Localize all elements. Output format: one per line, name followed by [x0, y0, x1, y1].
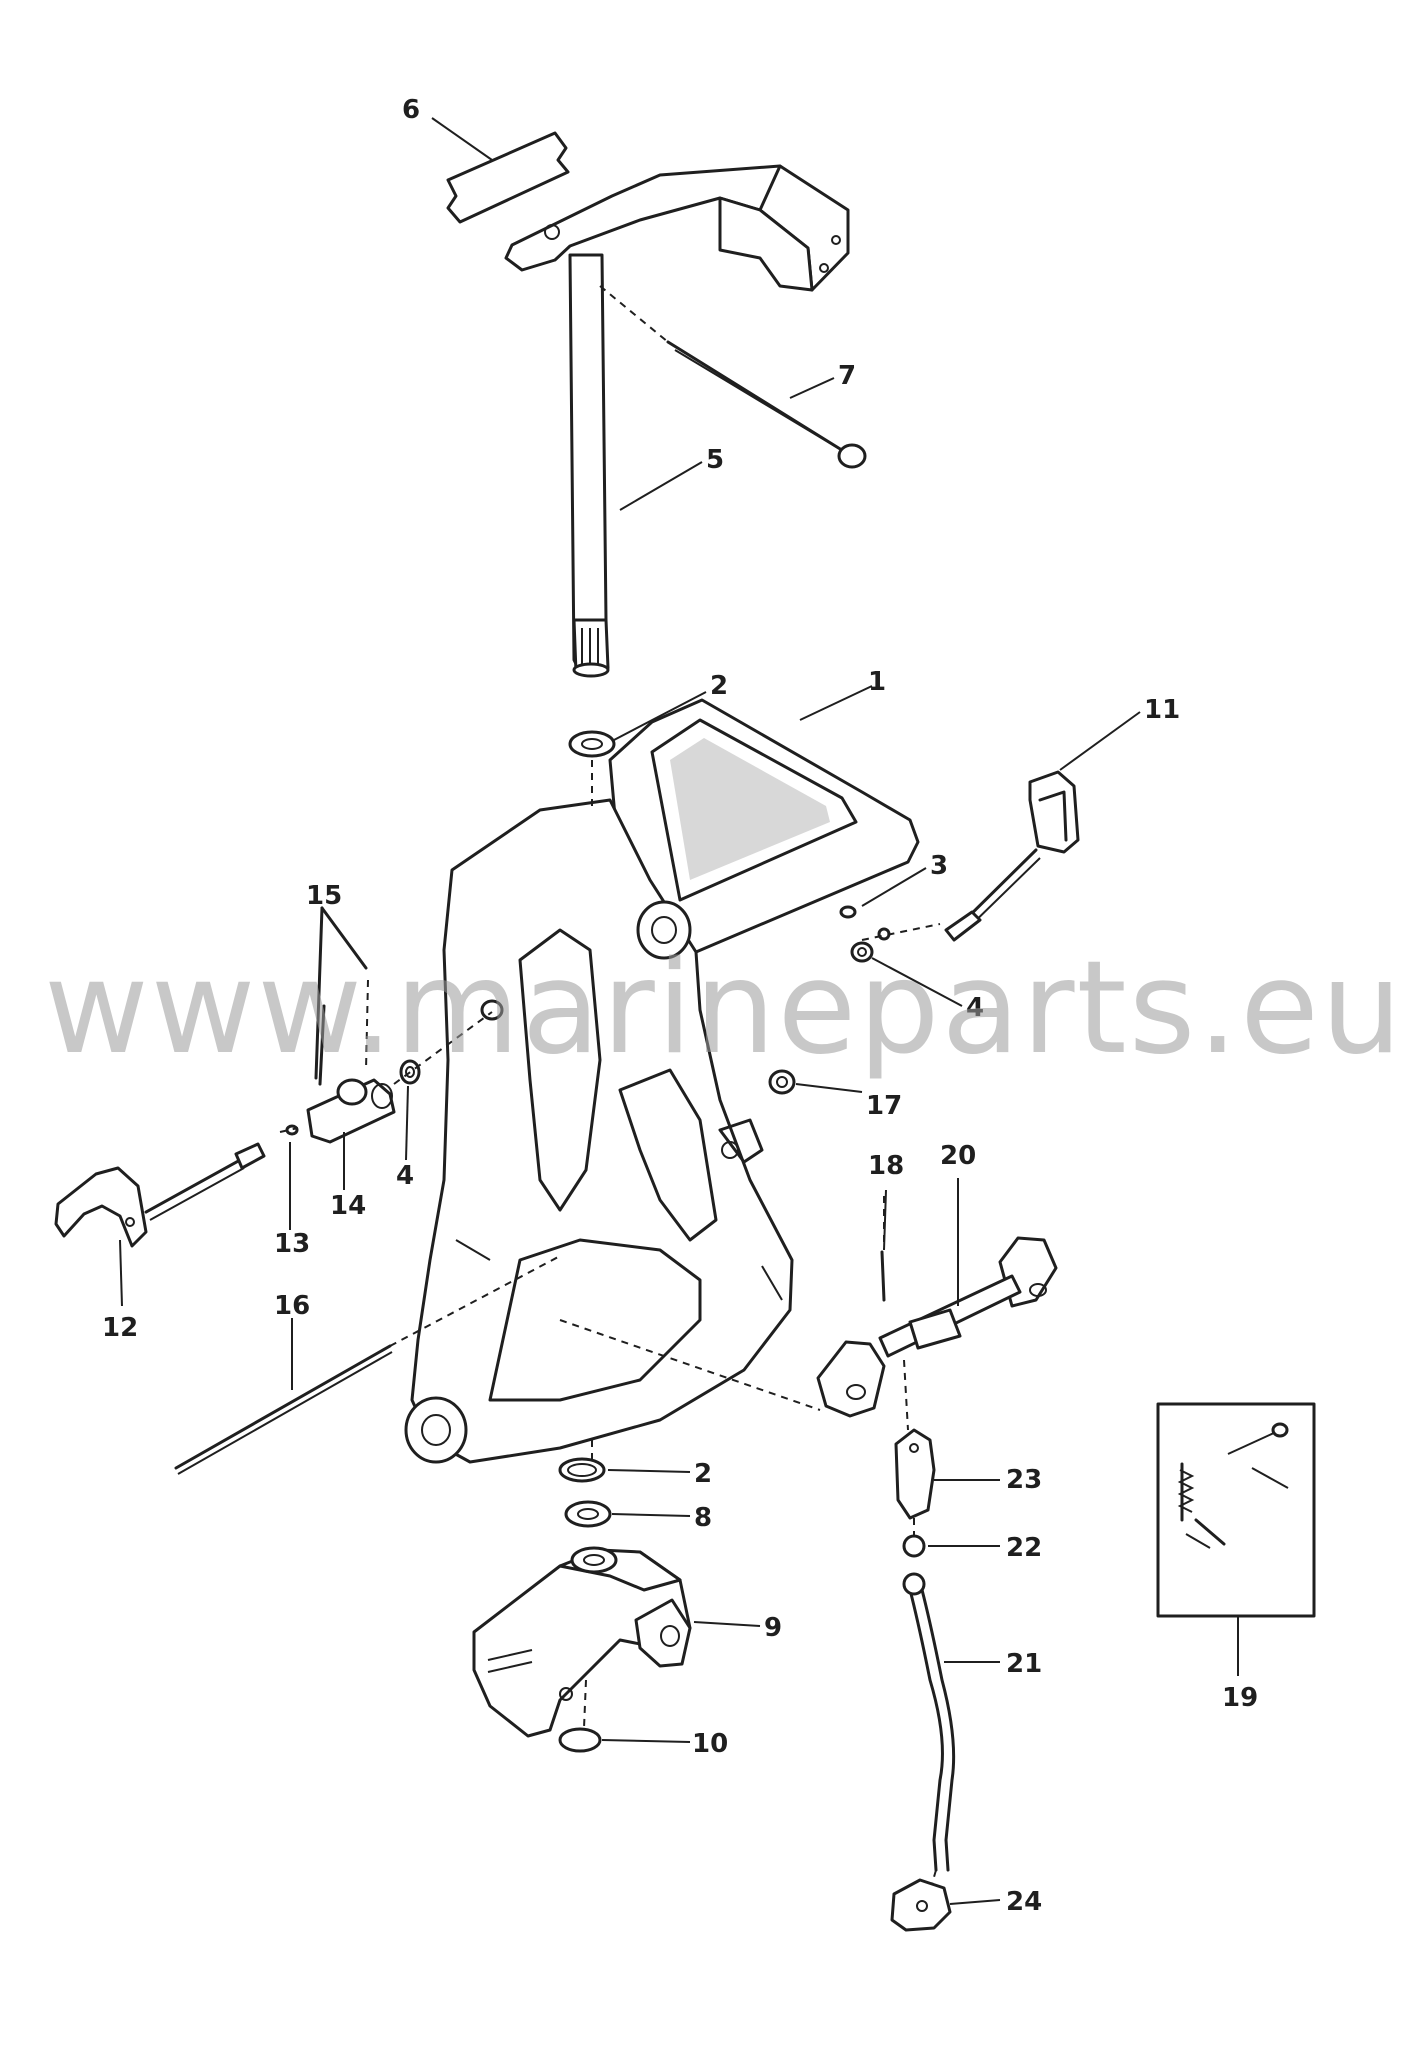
part-3-4-17-small-parts — [768, 905, 891, 1095]
callout-21: 21 — [1006, 1649, 1042, 1679]
callout-3: 3 — [930, 851, 948, 881]
callout-2-bottom: 2 — [694, 1459, 712, 1489]
callout-1: 1 — [868, 667, 886, 697]
part-12-pin-bracket — [54, 1142, 266, 1248]
callout-19: 19 — [1222, 1683, 1258, 1713]
part-21-cable — [902, 1572, 956, 1872]
leader-lines — [119, 117, 1239, 1905]
callout-14: 14 — [330, 1191, 366, 1221]
callout-23: 23 — [1006, 1465, 1042, 1495]
callout-8: 8 — [694, 1503, 712, 1533]
callout-12: 12 — [102, 1313, 138, 1343]
part-19-kit-box — [1156, 1402, 1316, 1618]
watermark-text: www.marineparts.eu — [44, 934, 1404, 1083]
callout-6: 6 — [402, 95, 420, 125]
part-9-lower-yoke — [472, 1546, 692, 1738]
callout-7: 7 — [838, 361, 856, 391]
callout-10: 10 — [692, 1729, 728, 1759]
part-7-bolt — [666, 340, 867, 469]
part-16-rod — [174, 1344, 393, 1475]
callout-13: 13 — [274, 1229, 310, 1259]
callout-22: 22 — [1006, 1533, 1042, 1563]
callout-2-top: 2 — [710, 671, 728, 701]
assembly-center-lines — [279, 285, 941, 1885]
callout-5: 5 — [706, 445, 724, 475]
callouts: 6 7 5 2 1 11 3 4 17 15 4 14 13 12 16 18 … — [102, 95, 1258, 1917]
part-24-cable-end — [890, 1878, 952, 1932]
part-5-swivel-shaft — [504, 164, 850, 678]
part-20-tilt-lever — [816, 1236, 1058, 1418]
part-15-spring-clip — [314, 906, 369, 1086]
part-23-link — [894, 1428, 936, 1520]
part-2-8-10-washers — [558, 1457, 612, 1753]
callout-11: 11 — [1144, 695, 1180, 725]
part-14-sleeve — [306, 1078, 396, 1144]
callout-20: 20 — [940, 1141, 976, 1171]
part-13-pin — [285, 1124, 299, 1136]
callout-16: 16 — [274, 1291, 310, 1321]
callout-4-right: 4 — [966, 993, 984, 1023]
callout-15: 15 — [306, 881, 342, 911]
callout-17: 17 — [866, 1091, 902, 1121]
callout-24: 24 — [1006, 1887, 1042, 1917]
callout-9: 9 — [764, 1613, 782, 1643]
callout-18: 18 — [868, 1151, 904, 1181]
part-1-swivel-bracket — [404, 698, 920, 1464]
part-11-pin-bracket — [944, 770, 1080, 942]
part-6-plate — [446, 131, 570, 224]
callout-4-left: 4 — [396, 1161, 414, 1191]
part-22-nut — [902, 1534, 926, 1558]
part-2-washer-top — [568, 730, 616, 758]
